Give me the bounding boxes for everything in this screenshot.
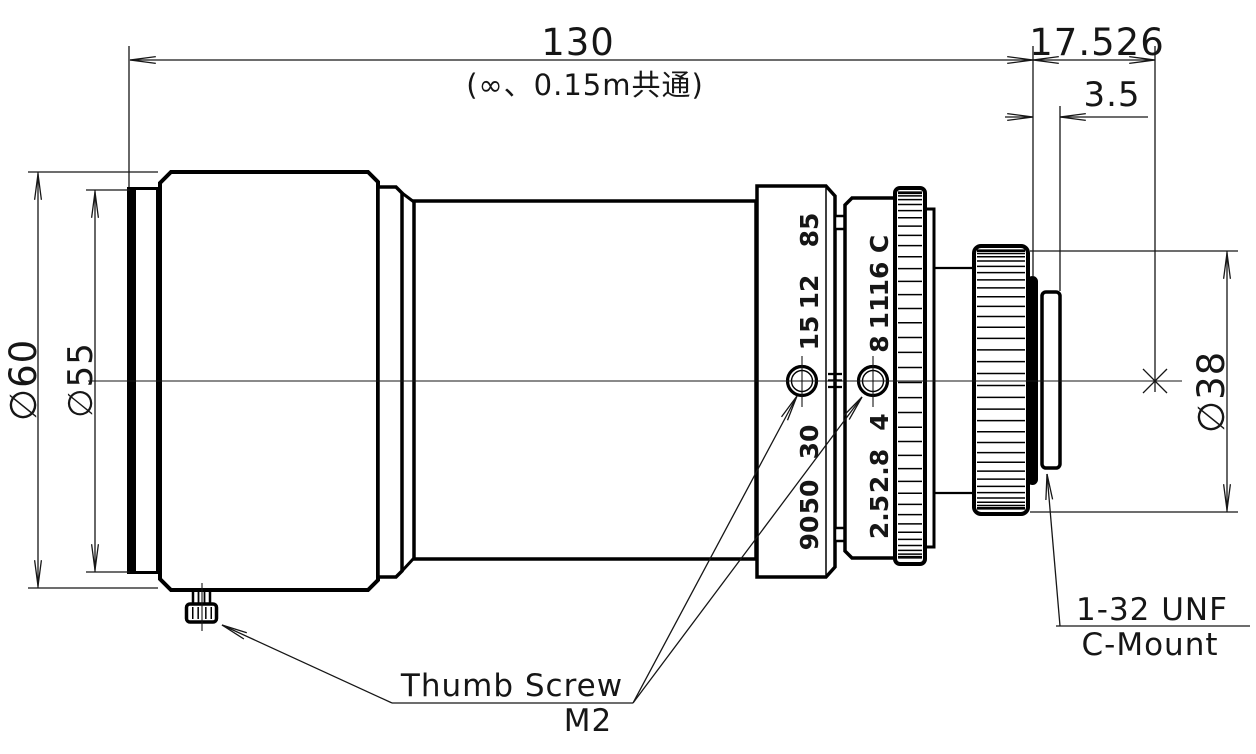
dimension-arrowhead [1059,112,1086,122]
step-chamfer-bottom [400,556,416,573]
thumb-screw-knurl [192,607,212,619]
focus-scale-value: 15 [795,316,824,351]
arrowheads [33,55,1232,640]
dimension-arrowhead [221,624,247,640]
dim-note-common-length: (∞、0.15m共通) [466,68,704,102]
leader-to-thumb-screw [221,624,393,704]
leader-to-aperture-screw [632,396,863,704]
aperture-scale-value: 2.8 [865,449,894,493]
focus-scale-value: 85 [795,213,824,248]
dimension-arrowhead [90,544,100,571]
dim-text-d60: ∅60 [2,339,45,421]
step-ring [376,185,404,579]
aperture-scale-numbers: C 16 11 8 4 2.8 2.5 [865,235,894,539]
aperture-scale-value: 16 [865,262,894,297]
dim-text-d55: ∅55 [61,342,101,418]
thumb-screw-stem [191,591,212,604]
dimension-lines [28,46,1250,704]
dimension-arrowhead [90,191,100,218]
dim-text-130: 130 [541,21,615,64]
dimension-arrowhead [33,560,43,587]
dimension-arrowhead [1007,112,1034,122]
focus-scale-value: 50 [795,480,824,515]
dimension-arrowhead [1222,484,1232,511]
aperture-scale-value: 4 [865,413,894,430]
rear-cylinder [925,207,936,549]
aperture-scale-value: C [865,235,894,253]
dimension-arrowhead [780,395,798,421]
knurled-band [893,186,927,566]
dimension-arrowhead [33,173,43,200]
dim-text-35: 3.5 [1083,75,1140,115]
aperture-scale-value: 11 [865,295,894,330]
focus-scale-numbers: 85 12 15 30 50 90 [795,213,824,551]
focus-scale-value: 30 [795,425,824,460]
image-plane-cross [1142,368,1168,394]
focus-scale-value: 90 [795,516,824,551]
dimension-arrowhead [1222,252,1232,279]
dimension-arrowhead [129,55,156,65]
dimension-arrowhead [843,396,863,420]
cmount-thread [1040,290,1062,470]
lens-body [127,170,1062,631]
locking-ring [972,244,1030,516]
dimension-arrowhead [1129,55,1156,65]
mount-type-label: C-Mount [1082,627,1219,663]
mount-thread-label: 1-32 UNF [1076,592,1228,628]
middle-barrel [412,199,758,561]
locking-ring-texture [977,249,1025,510]
dimension-arrowhead [1045,473,1054,501]
dim-text-17526: 17.526 [1029,21,1164,64]
leader-to-cmount [1046,473,1061,627]
dim-text-d38: ∅38 [1190,351,1233,433]
aperture-scale-value: 2.5 [865,495,894,539]
thumb-screw-size-label: M2 [564,703,612,739]
leader-to-focus-screw [632,395,798,704]
aperture-scale-value: 8 [865,335,894,352]
dimension-arrowhead [1032,55,1059,65]
thumb-screw-label: Thumb Screw [400,668,623,704]
step-chamfer-top [401,191,415,204]
focus-scale-value: 12 [795,275,824,310]
dimension-text: 130 (∞、0.15m共通) 17.526 3.5 ∅60 ∅55 ∅38 T… [2,21,1233,739]
knurled-band-texture [898,191,922,559]
